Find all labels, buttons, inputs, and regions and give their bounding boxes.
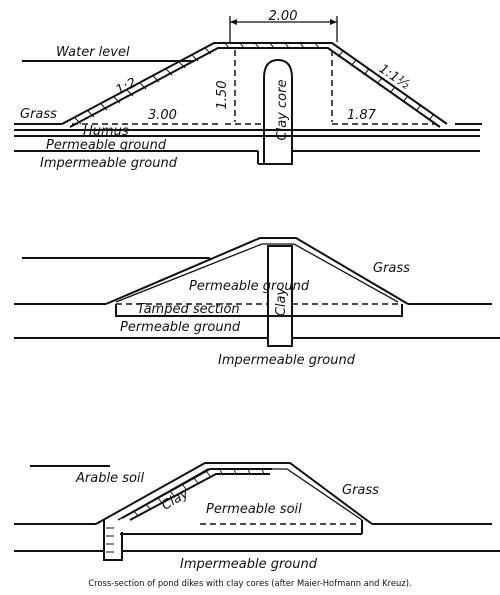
middle-dike-figure: Grass Permeable ground Tamped section Pe… bbox=[14, 237, 500, 368]
clay-core bbox=[263, 58, 293, 165]
base-right-label: 1.87 bbox=[347, 108, 377, 123]
impermeable-ground-label: Impermeable ground bbox=[40, 156, 178, 171]
grass-hatch-left bbox=[74, 47, 212, 125]
height-label: 1.50 bbox=[215, 81, 230, 110]
top-dike-figure: Water level Grass Humus Permeable ground… bbox=[14, 9, 482, 171]
middle-dike-outline bbox=[105, 237, 409, 305]
impermeable-label-middle: Impermeable ground bbox=[218, 353, 356, 368]
clay-core-label: Clay core bbox=[275, 80, 290, 141]
clay-toe-hatch bbox=[106, 527, 114, 553]
clay-blanket-bottom bbox=[129, 473, 270, 521]
figure-caption: Cross-section of pond dikes with clay co… bbox=[88, 578, 411, 588]
permeable-label-lower: Permeable ground bbox=[120, 320, 241, 335]
bottom-dike-outline bbox=[95, 462, 373, 525]
dike-outer-slope bbox=[61, 42, 448, 125]
clay-label-middle: Clay bbox=[274, 288, 289, 317]
permeable-soil-label: Permeable soil bbox=[206, 502, 302, 517]
middle-clay-core bbox=[267, 245, 293, 347]
crest-width-label: 2.00 bbox=[269, 9, 298, 24]
impermeable-label-bottom: Impermeable ground bbox=[180, 557, 318, 572]
clay-blanket-hatch bbox=[133, 468, 265, 517]
arable-soil-label: Arable soil bbox=[75, 471, 145, 486]
grass-hatch-right bbox=[337, 50, 435, 121]
grass-label-bottom: Grass bbox=[342, 483, 379, 498]
middle-dike-inner-line bbox=[115, 243, 399, 303]
bottom-dike-figure: Arable soil Clay Permeable soil Grass Im… bbox=[14, 462, 500, 572]
clay-blanket-top bbox=[121, 468, 272, 519]
permeable-label-upper-left: Permeable ground bbox=[189, 279, 310, 294]
grass-hatch-top bbox=[224, 42, 320, 49]
base-left-label: 3.00 bbox=[148, 108, 177, 123]
grass-label: Grass bbox=[20, 107, 57, 122]
clay-toe-trench bbox=[103, 520, 123, 561]
tamped-section-box bbox=[115, 304, 403, 317]
grass-label-middle: Grass bbox=[373, 261, 410, 276]
tamped-section-label: Tamped section bbox=[137, 302, 240, 317]
permeable-ground-label: Permeable ground bbox=[46, 138, 167, 153]
water-level-label: Water level bbox=[56, 45, 130, 60]
humus-label: Humus bbox=[83, 124, 129, 139]
